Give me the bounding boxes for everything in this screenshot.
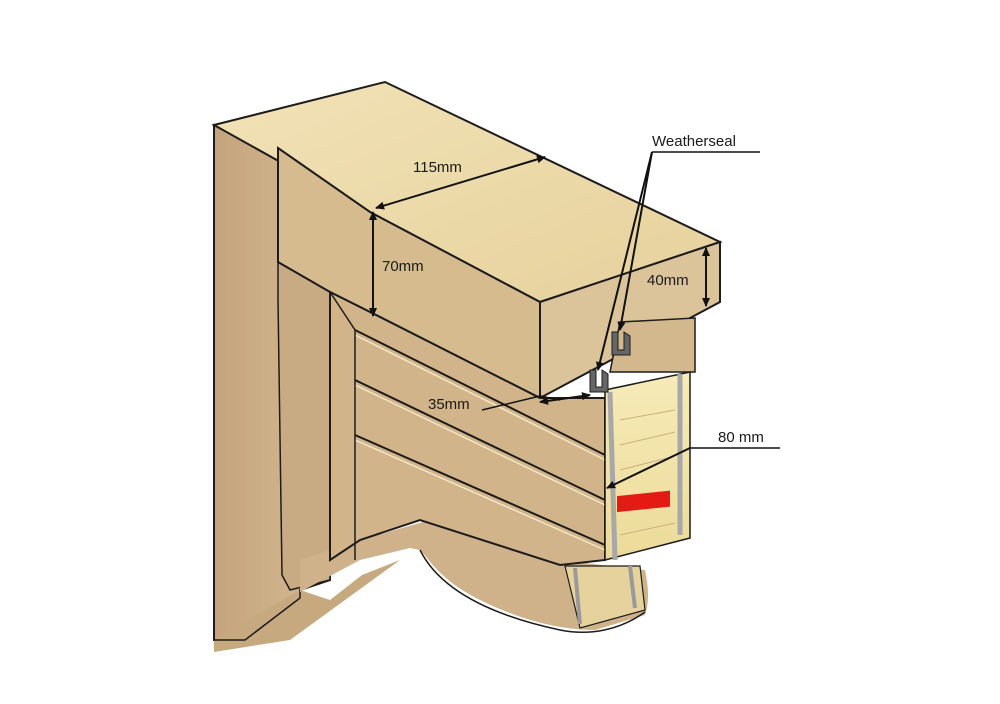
- label-weatherseal: Weatherseal: [652, 133, 736, 150]
- weatherseal-upper: [611, 331, 631, 356]
- panel-cross-section: [604, 371, 691, 561]
- dimension-115mm: 115mm: [375, 155, 546, 210]
- dimension-35mm: 35mm: [428, 392, 591, 413]
- dimension-40mm: 40mm: [647, 247, 710, 307]
- label-115mm: 115mm: [413, 159, 462, 176]
- sill-curve: [300, 520, 649, 633]
- label-35mm: 35mm: [428, 396, 470, 413]
- label-80mm: 80 mm: [718, 429, 764, 446]
- weatherseal-lower: [589, 369, 609, 393]
- frame-left-side: [213, 123, 400, 652]
- dimension-80mm: 80 mm: [606, 429, 780, 489]
- label-70mm: 70mm: [382, 258, 424, 275]
- red-strip: [617, 490, 670, 513]
- frame-lower-rails: [329, 290, 606, 567]
- weatherseal-callout: Weatherseal: [596, 133, 760, 371]
- label-40mm: 40mm: [647, 272, 689, 289]
- dimension-70mm: 70mm: [369, 211, 424, 317]
